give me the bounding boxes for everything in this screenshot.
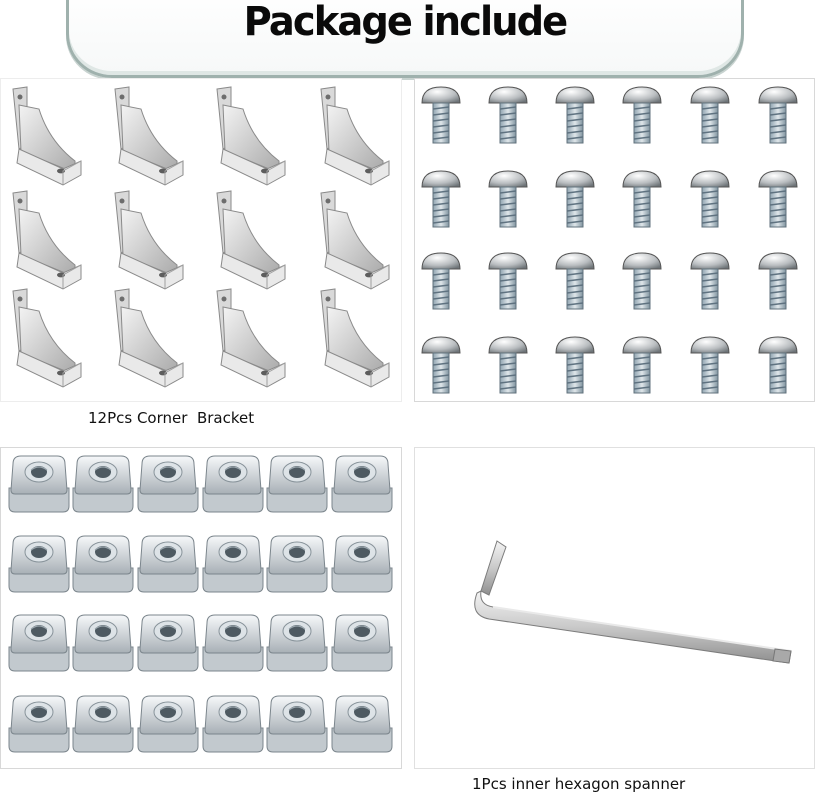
button-head-screw-icon — [758, 252, 798, 310]
square-t-nut-icon — [266, 695, 328, 753]
square-t-nut-icon — [72, 535, 134, 593]
button-head-screw-icon — [758, 336, 798, 394]
button-head-screw-icon — [421, 170, 461, 228]
button-head-screw-icon — [622, 252, 662, 310]
corner-bracket-icon — [12, 86, 82, 186]
square-t-nut-icon — [72, 614, 134, 672]
button-head-screw-icon — [488, 86, 528, 144]
button-head-screw-icon — [690, 336, 730, 394]
corner-bracket-icon — [216, 190, 286, 290]
square-t-nut-icon — [72, 455, 134, 513]
square-t-nut-icon — [8, 614, 70, 672]
button-head-screw-icon — [421, 252, 461, 310]
corner-bracket-icon — [216, 86, 286, 186]
corner-bracket-icon — [12, 288, 82, 388]
button-head-screw-icon — [690, 86, 730, 144]
square-t-nut-icon — [72, 695, 134, 753]
corner-bracket-icon — [320, 190, 390, 290]
brackets-caption: 12Pcs Corner Bracket — [88, 409, 255, 427]
square-t-nut-icon — [202, 695, 264, 753]
button-head-screw-icon — [421, 86, 461, 144]
button-head-screw-icon — [622, 86, 662, 144]
corner-bracket-icon — [320, 288, 390, 388]
button-head-screw-icon — [421, 336, 461, 394]
corner-bracket-icon — [114, 288, 184, 388]
square-t-nut-icon — [202, 614, 264, 672]
button-head-screw-icon — [555, 336, 595, 394]
button-head-screw-icon — [622, 336, 662, 394]
square-t-nut-icon — [8, 455, 70, 513]
square-t-nut-icon — [8, 695, 70, 753]
square-t-nut-icon — [266, 535, 328, 593]
square-t-nut-icon — [137, 455, 199, 513]
corner-bracket-icon — [12, 190, 82, 290]
square-t-nut-icon — [266, 455, 328, 513]
square-t-nut-icon — [331, 535, 393, 593]
button-head-screw-icon — [758, 170, 798, 228]
button-head-screw-icon — [555, 170, 595, 228]
square-t-nut-icon — [202, 455, 264, 513]
spanner-caption: 1Pcs inner hexagon spanner — [472, 775, 686, 793]
brackets-panel — [0, 78, 402, 402]
button-head-screw-icon — [555, 252, 595, 310]
screws-panel — [414, 78, 815, 402]
spanner-panel — [414, 447, 815, 769]
square-t-nut-icon — [137, 695, 199, 753]
title-banner: Package include — [66, 0, 744, 78]
button-head-screw-icon — [622, 170, 662, 228]
square-t-nut-icon — [331, 695, 393, 753]
square-t-nut-icon — [8, 535, 70, 593]
square-t-nut-icon — [266, 614, 328, 672]
square-t-nut-icon — [202, 535, 264, 593]
button-head-screw-icon — [555, 86, 595, 144]
nuts-panel — [0, 447, 402, 769]
corner-bracket-icon — [320, 86, 390, 186]
corner-bracket-icon — [114, 190, 184, 290]
button-head-screw-icon — [488, 252, 528, 310]
button-head-screw-icon — [690, 252, 730, 310]
button-head-screw-icon — [488, 170, 528, 228]
page-title: Package include — [243, 0, 569, 45]
button-head-screw-icon — [690, 170, 730, 228]
button-head-screw-icon — [488, 336, 528, 394]
square-t-nut-icon — [137, 535, 199, 593]
corner-bracket-icon — [114, 86, 184, 186]
button-head-screw-icon — [758, 86, 798, 144]
square-t-nut-icon — [331, 455, 393, 513]
hex-key-icon — [474, 540, 792, 664]
square-t-nut-icon — [137, 614, 199, 672]
square-t-nut-icon — [331, 614, 393, 672]
corner-bracket-icon — [216, 288, 286, 388]
